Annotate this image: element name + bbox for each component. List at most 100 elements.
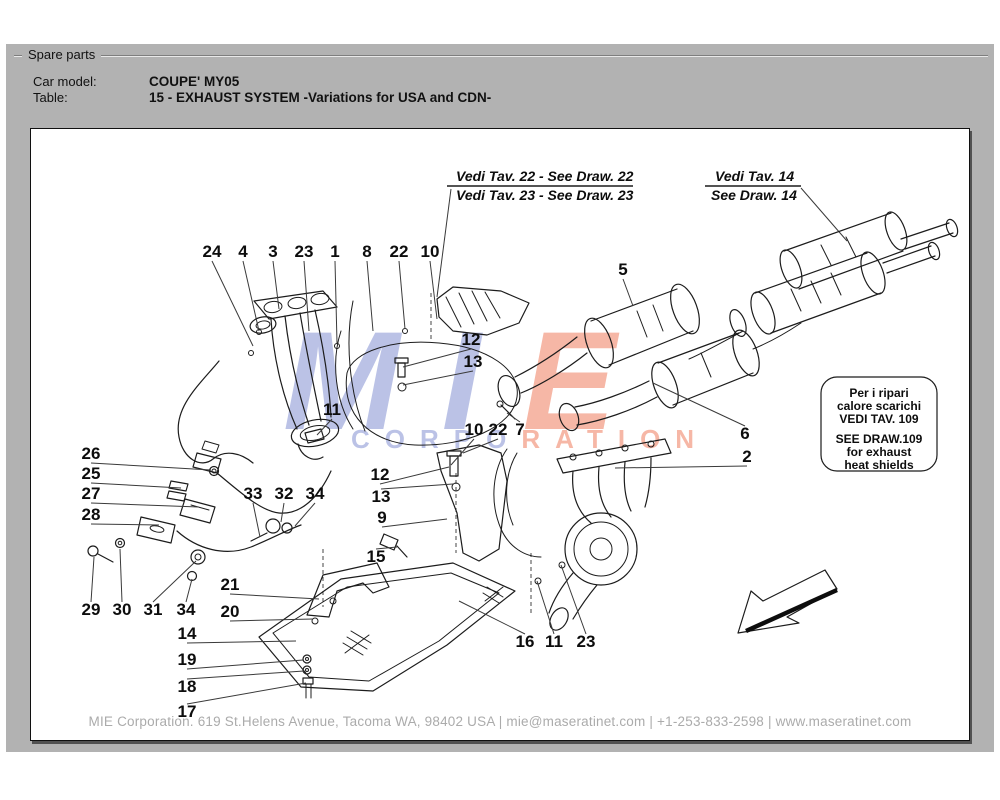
ref-tav22-line1: Vedi Tav. 22 - See Draw. 22: [456, 168, 634, 184]
oxygen-sensor-cables: [87, 360, 332, 582]
callout-11: 11: [545, 632, 563, 651]
callout-12: 12: [371, 465, 390, 484]
callout-20: 20: [221, 602, 240, 621]
callout-22: 22: [390, 242, 409, 261]
car-model-label: Car model:: [33, 74, 97, 89]
callout-leader-29: [90, 556, 95, 603]
callout-leader-17: [186, 682, 307, 705]
callout-34: 34: [306, 484, 325, 503]
spare-parts-panel: Spare parts Car model: COUPE' MY05 Table…: [6, 44, 994, 752]
callout-10: 10: [421, 242, 440, 261]
callout-26: 26: [82, 444, 101, 463]
watermark-small: CORPORATION: [351, 424, 709, 454]
footer-text: MIE Corporation. 619 St.Helens Avenue, T…: [88, 714, 912, 729]
callout-leader-16: [458, 600, 526, 635]
callout-leader-21: [229, 593, 320, 600]
callout-leader-20: [229, 618, 314, 622]
callout-leader-23: [303, 260, 310, 332]
callout-leader-24: [211, 260, 254, 347]
direction-arrow: [737, 569, 838, 634]
callout-27: 27: [82, 484, 101, 503]
callout-leader-18: [186, 670, 305, 680]
callout-leader-10: [450, 438, 475, 466]
callout-21: 21: [221, 575, 240, 594]
callout-leader-22: [462, 438, 499, 454]
note-line-3: VEDI TAV. 109: [839, 412, 918, 426]
ref-tav22-line2: Vedi Tav. 23 - See Draw. 23: [456, 187, 634, 203]
callout-13: 13: [372, 487, 391, 506]
callout-leader-26: [90, 462, 212, 471]
upper-bracket: [430, 286, 530, 341]
callout-leader-3: [272, 260, 280, 310]
callout-leader-1: [334, 260, 338, 344]
heat-shield-outline: [322, 341, 532, 613]
callout-leader-34: [185, 578, 193, 603]
callout-1: 1: [330, 242, 339, 261]
catalytic-converters: [497, 283, 802, 432]
callout-leader-12: [379, 466, 450, 485]
header-fields: Car model: COUPE' MY05 Table: 15 - EXHAU…: [33, 74, 491, 106]
hatch-spot-right: [482, 586, 504, 604]
callout-4: 4: [238, 242, 248, 261]
callout-10: 10: [465, 420, 484, 439]
ref-tav14-line2: See Draw. 14: [711, 187, 797, 203]
callout-12: 12: [462, 330, 481, 349]
callout-leader-9: [381, 518, 448, 528]
callout-30: 30: [113, 600, 132, 619]
callout-leader-19: [186, 659, 304, 670]
ref-tav14-line1: Vedi Tav. 14: [715, 168, 794, 184]
note-line-1: Per i ripari: [849, 386, 908, 400]
diagram-canvas: MIE Corporation. 619 St.Helens Avenue, T…: [30, 128, 970, 741]
callout-leader-34: [294, 502, 316, 527]
callout-5: 5: [618, 260, 627, 279]
callout-22: 22: [489, 420, 508, 439]
callout-32: 32: [275, 484, 294, 503]
table-label: Table:: [33, 90, 68, 105]
hatch-spot-left: [342, 630, 372, 656]
callout-leader-30: [119, 548, 123, 603]
callout-leader-25: [90, 482, 182, 489]
callout-leader-27: [90, 502, 200, 508]
callout-leader-10: [429, 260, 438, 320]
callout-leader-8: [366, 260, 374, 332]
callout-7: 7: [515, 420, 524, 439]
callout-19: 19: [178, 650, 197, 669]
note-line-4: SEE DRAW.109: [836, 432, 923, 446]
callout-2: 2: [742, 447, 751, 466]
callout-leader-23: [560, 564, 587, 635]
callout-leader-13: [402, 370, 474, 386]
callout-23: 23: [295, 242, 314, 261]
callout-23: 23: [577, 632, 596, 651]
callout-28: 28: [82, 505, 101, 524]
callout-25: 25: [82, 464, 101, 483]
rear-muffler-assembly: [688, 211, 959, 360]
car-model-row: Car model: COUPE' MY05: [33, 74, 491, 90]
callout-15: 15: [367, 547, 386, 566]
callout-24: 24: [203, 242, 222, 261]
callout-leader-5: [622, 278, 634, 307]
watermark-big: MIE: [283, 302, 658, 459]
note-box: Per i ripari calore scarichi VEDI TAV. 1…: [820, 376, 938, 472]
callout-leader-14: [186, 640, 297, 644]
callout-3: 3: [268, 242, 277, 261]
callout-18: 18: [178, 677, 197, 696]
callout-leader-15: [375, 546, 398, 550]
note-line-6: heat shields: [844, 458, 914, 472]
reference-tav14: Vedi Tav. 14 See Draw. 14: [705, 168, 848, 242]
diagram-svg: MIE CORPORATION Vedi Tav. 22 - See Draw.…: [82, 168, 959, 721]
fieldset-groove: [14, 55, 988, 57]
callout-leader-4: [242, 260, 260, 332]
callout-leader-28: [90, 523, 160, 526]
table-value: 15 - EXHAUST SYSTEM -Variations for USA …: [149, 90, 492, 105]
callout-8: 8: [362, 242, 371, 261]
callout-leader-13: [380, 483, 454, 490]
fieldset-legend: Spare parts: [22, 47, 102, 62]
callout-34: 34: [177, 600, 196, 619]
car-model-value: COUPE' MY05: [149, 74, 240, 89]
callout-9: 9: [377, 508, 386, 527]
table-row: Table: 15 - EXHAUST SYSTEM -Variations f…: [33, 90, 491, 106]
callout-17: 17: [178, 702, 197, 721]
callout-leader-6: [652, 382, 746, 427]
callout-leader-11: [316, 418, 333, 436]
